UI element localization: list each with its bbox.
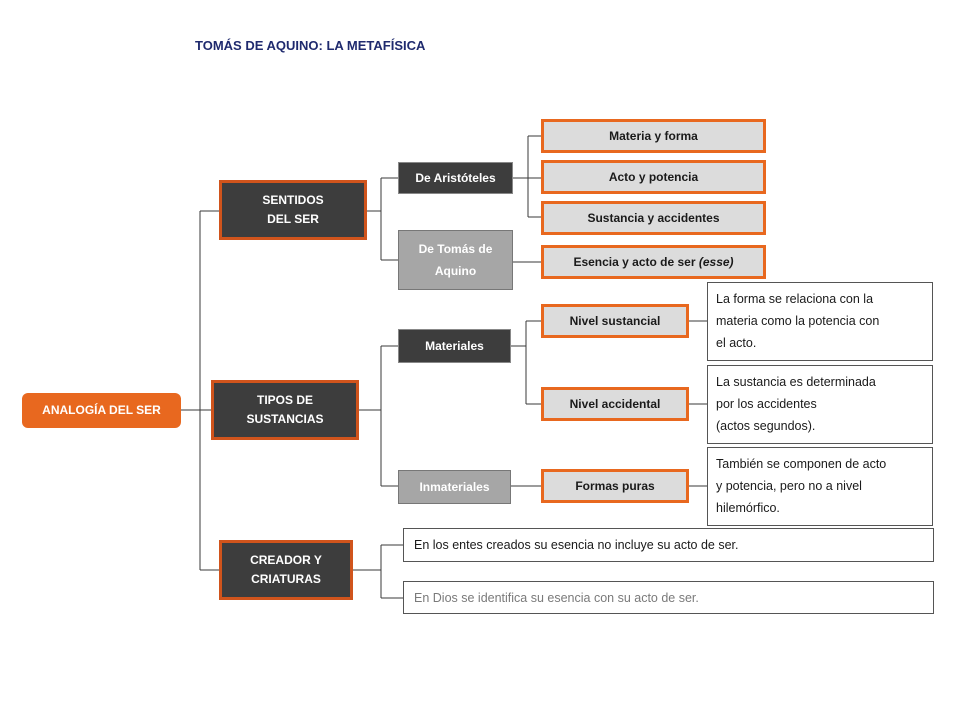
branch-sentidos-del-ser: SENTIDOS DEL SER	[219, 180, 367, 240]
page-title: TOMÁS DE AQUINO: LA METAFÍSICA	[195, 38, 426, 53]
node-inmateriales: Inmateriales	[398, 470, 511, 504]
note-formas-puras: También se componen de acto y potencia, …	[707, 447, 933, 526]
leaf-nivel-sustancial: Nivel sustancial	[541, 304, 689, 338]
note-entes-creados: En los entes creados su esencia no inclu…	[403, 528, 934, 562]
leaf-formas-puras: Formas puras	[541, 469, 689, 503]
node-materiales: Materiales	[398, 329, 511, 363]
leaf-esencia-italic-text: (esse)	[698, 254, 734, 269]
note-nivel-sustancial: La forma se relaciona con la materia com…	[707, 282, 933, 361]
leaf-esencia-main-text: Esencia y acto de ser	[573, 254, 696, 269]
node-de-tomas-de-aquino: De Tomás de Aquino	[398, 230, 513, 290]
branch-creador-y-criaturas: CREADOR Y CRIATURAS	[219, 540, 353, 600]
note-nivel-accidental: La sustancia es determinada por los acci…	[707, 365, 933, 444]
leaf-esencia-y-acto-de-ser: Esencia y acto de ser (esse)	[541, 245, 766, 279]
note-dios: En Dios se identifica su esencia con su …	[403, 581, 934, 614]
leaf-nivel-accidental: Nivel accidental	[541, 387, 689, 421]
leaf-sustancia-y-accidentes: Sustancia y accidentes	[541, 201, 766, 235]
root-node-analogia: ANALOGÍA DEL SER	[22, 393, 181, 428]
branch-tipos-de-sustancias: TIPOS DE SUSTANCIAS	[211, 380, 359, 440]
leaf-materia-y-forma: Materia y forma	[541, 119, 766, 153]
node-de-aristoteles: De Aristóteles	[398, 162, 513, 194]
leaf-acto-y-potencia: Acto y potencia	[541, 160, 766, 194]
